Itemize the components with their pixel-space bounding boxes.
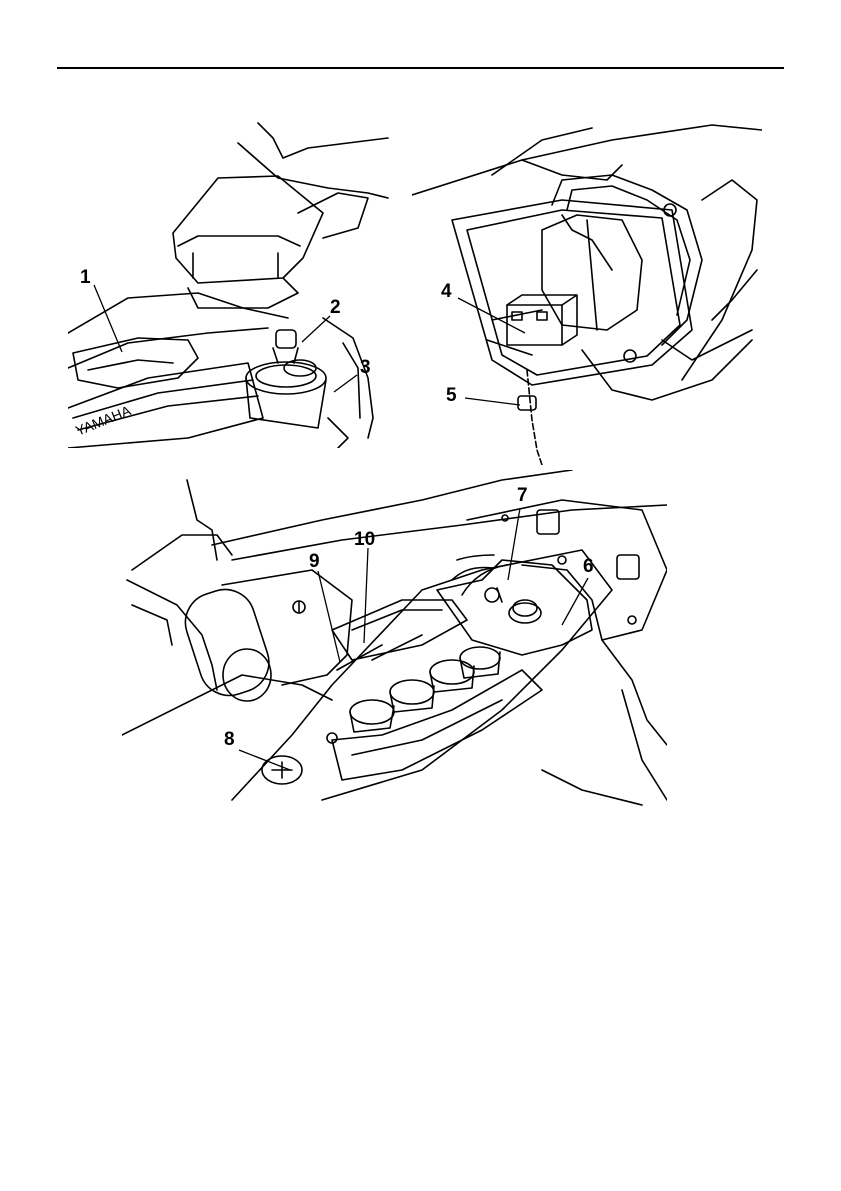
callout-4: 4 [441, 282, 452, 301]
callout-5: 5 [446, 386, 457, 405]
illustration-engine-compartment [122, 470, 667, 808]
callout-2: 2 [330, 298, 341, 317]
callout-1: 1 [80, 268, 91, 287]
illustration-seat-storage: YAMAHA [68, 118, 390, 448]
callout-3: 3 [360, 358, 371, 377]
callout-7: 7 [517, 486, 528, 505]
illustration-front-compartment [412, 120, 762, 465]
header-rule [57, 67, 784, 69]
svg-text:YAMAHA: YAMAHA [73, 402, 133, 439]
callout-6: 6 [583, 557, 594, 576]
callout-8: 8 [224, 730, 235, 749]
callout-10: 10 [354, 530, 375, 549]
callout-9: 9 [309, 552, 320, 571]
